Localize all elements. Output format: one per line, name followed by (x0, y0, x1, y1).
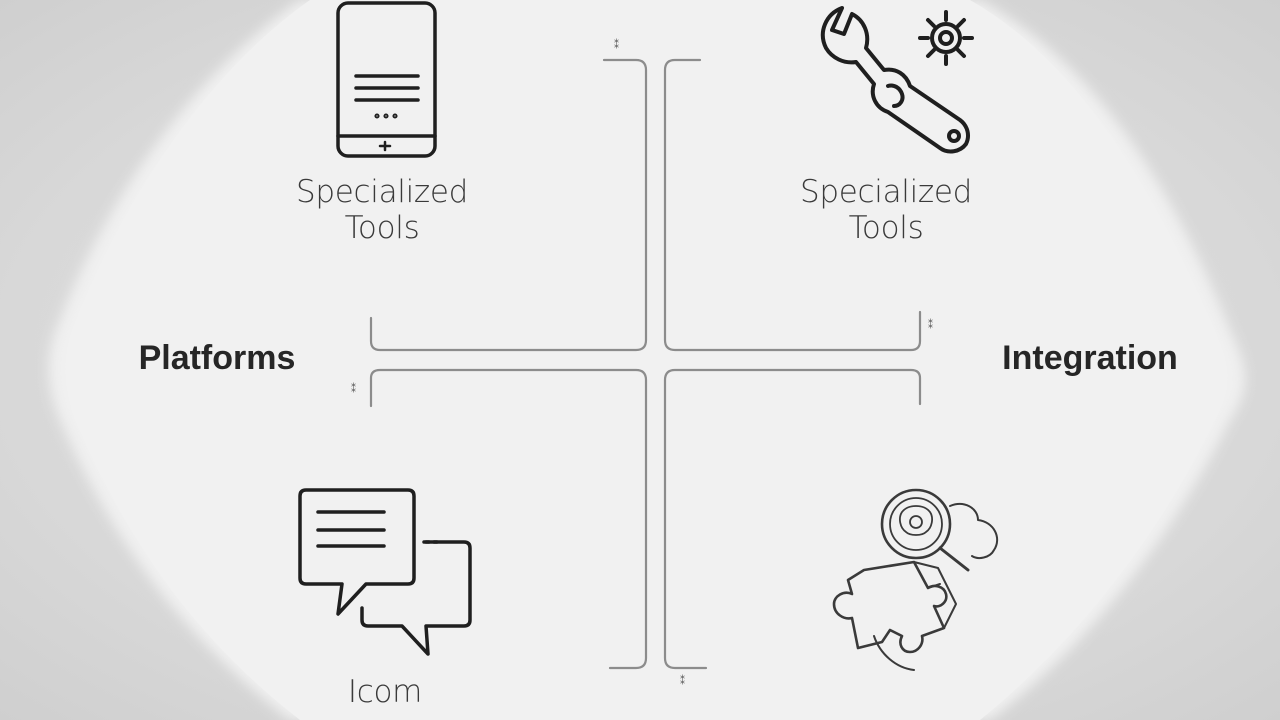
side-label-right: Integration (1002, 339, 1178, 377)
label-line-2: Tools (848, 210, 924, 246)
label-line-1: Specialized (799, 174, 973, 210)
divider-top-right (663, 58, 922, 352)
puzzle-integration-icon (832, 488, 999, 671)
smartphone-icon (336, 1, 437, 158)
side-label-left: Platforms (138, 339, 296, 377)
divider-top-left (369, 58, 648, 352)
chat-bubbles-icon (298, 488, 472, 656)
quadrant-label-top-left: Specialized Tools (262, 174, 502, 246)
tick-mark: ⁑ (928, 320, 933, 331)
quadrant-label-top-right: Specialized Tools (766, 174, 1006, 246)
quadrant-label-bottom-left: Icom (347, 674, 423, 710)
label-line-2: Tools (344, 210, 420, 246)
label-line-1: Specialized (295, 174, 469, 210)
tick-mark: ⁑ (680, 676, 685, 687)
tick-mark: ⁑ (351, 384, 356, 395)
divider-bottom-right (663, 368, 922, 670)
tick-mark: ⁑ (614, 40, 619, 51)
wrench-gear-icon (820, 6, 974, 154)
divider-bottom-left (369, 368, 648, 670)
